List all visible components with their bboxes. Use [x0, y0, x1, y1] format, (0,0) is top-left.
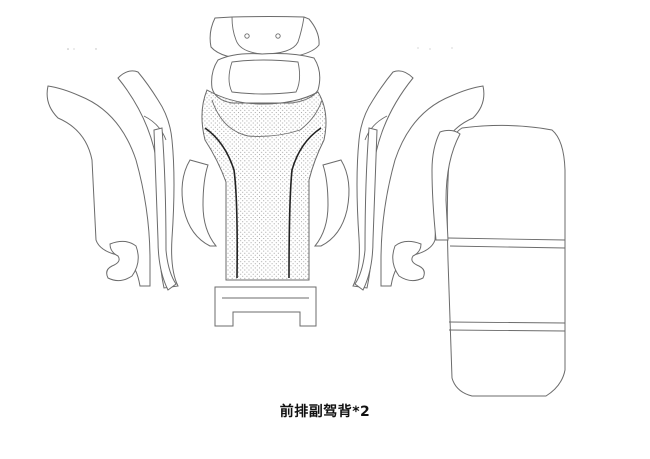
center-back-mesh-panel [201, 89, 327, 281]
left-bolster-inner [181, 159, 218, 247]
right-side-strip [354, 127, 378, 291]
rear-cover-panel [446, 124, 566, 397]
caption-quantity: *2 [352, 404, 371, 420]
right-bolster-inner [313, 159, 350, 247]
pattern-caption: 前排副驾背*2 [0, 401, 650, 421]
caption-title: 前排副驾背 [279, 404, 353, 420]
upper-back-piece [211, 53, 321, 104]
right-lower-clip [392, 240, 425, 282]
lower-base-piece [214, 286, 317, 327]
left-side-strip [153, 127, 177, 291]
right-rear-wing [431, 129, 461, 241]
left-lower-clip [106, 240, 139, 282]
